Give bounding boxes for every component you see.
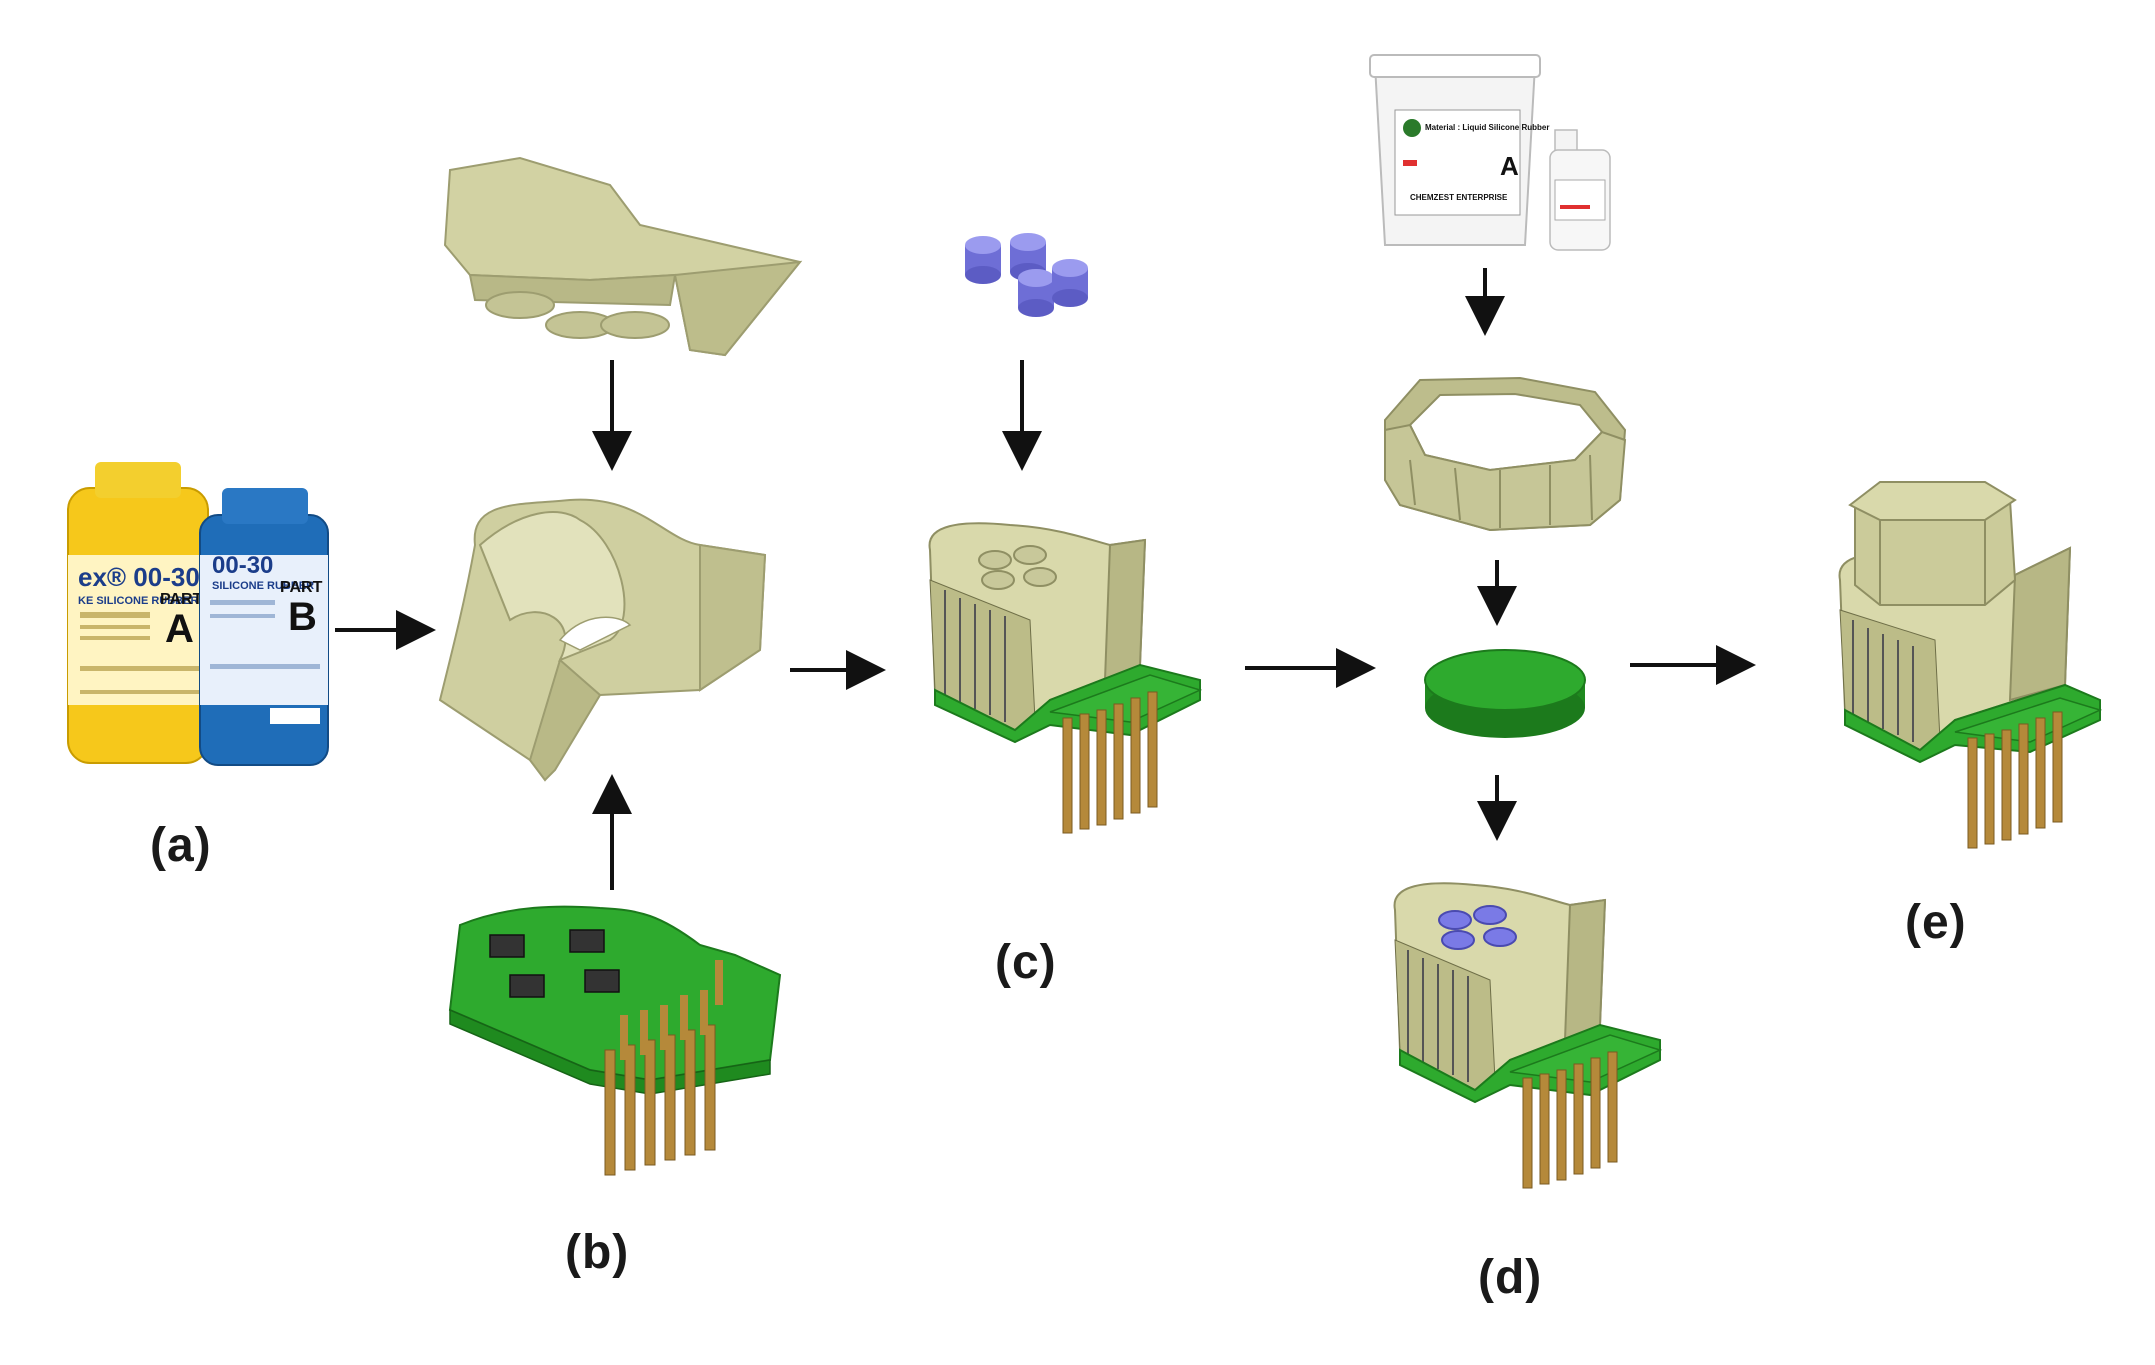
sensor-assembly-icon xyxy=(928,522,1203,834)
mold-shell-icon xyxy=(438,498,767,782)
tub-label-line1: Material : Liquid Silicone Rubber xyxy=(1425,123,1549,132)
bottle-b-part-letter: B xyxy=(288,595,317,639)
caption-c: (c) xyxy=(995,936,1057,989)
caption-e: (e) xyxy=(1905,896,1967,949)
caption-d: (d) xyxy=(1478,1251,1543,1304)
rod-set-icon xyxy=(965,233,1088,317)
caption-a: (a) xyxy=(150,819,212,872)
mold-cap-icon xyxy=(443,156,803,357)
pcb-board-icon xyxy=(448,905,782,1176)
bottle-a-brand: ex® 00-30 xyxy=(78,562,200,592)
bottle-a-part-word: PART xyxy=(160,591,203,608)
bottle-a-part-letter: A xyxy=(165,607,194,651)
bottle-b-subtitle: SILICONE RUBBER xyxy=(212,580,314,592)
octagon-mold-icon xyxy=(1384,376,1627,532)
bottle-a-subtitle: KE SILICONE RUBBER xyxy=(78,595,198,607)
tub-label-line2: CHEMZEST ENTERPRISE xyxy=(1410,193,1508,202)
sensor-assembly-icon xyxy=(1393,882,1663,1189)
bottle-icon: ex® 00-30 KE SILICONE RUBBER PART A 00-3… xyxy=(67,462,329,766)
tub-icon: Material : Liquid Silicone Rubber A CHEM… xyxy=(1369,54,1611,251)
silicone-disc-icon xyxy=(1424,649,1586,738)
caption-b: (b) xyxy=(565,1226,630,1279)
bottle-b-part-word: PART xyxy=(280,579,323,596)
bottle-b-brand: 00-30 xyxy=(212,552,273,579)
tub-label-letter: A xyxy=(1500,151,1519,181)
final-sensor-icon xyxy=(1838,481,2103,849)
